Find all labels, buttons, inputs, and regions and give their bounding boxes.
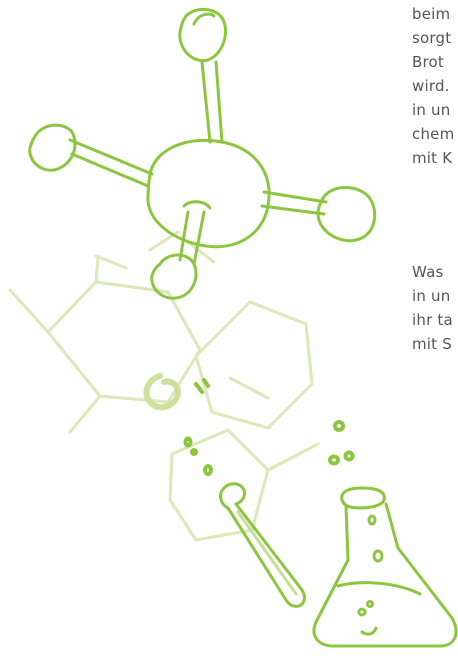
text-line: in un bbox=[412, 101, 451, 119]
text-line: chem bbox=[412, 125, 455, 143]
text-line: mit K bbox=[412, 149, 453, 167]
text-column: beim sorgt Brot wird. in un chem mit K W… bbox=[412, 0, 458, 656]
text-line: mit S bbox=[412, 335, 452, 353]
text-line: Brot bbox=[412, 53, 444, 71]
text-line: in un bbox=[412, 287, 451, 305]
text-line: Was bbox=[412, 263, 444, 281]
erlenmeyer-flask-icon bbox=[312, 486, 458, 648]
molecule-icon bbox=[28, 8, 377, 300]
swirl-icon bbox=[143, 373, 182, 411]
hexagon-structure-icon bbox=[8, 230, 320, 542]
test-tube-icon bbox=[219, 482, 306, 608]
text-line: beim bbox=[412, 5, 451, 23]
paragraph-1: beim sorgt Brot wird. in un chem mit K bbox=[412, 2, 454, 170]
bubble-icon bbox=[328, 420, 355, 466]
text-line: sorgt bbox=[412, 29, 452, 47]
bubble-icon bbox=[183, 378, 213, 476]
text-line: ihr ta bbox=[412, 311, 453, 329]
paragraph-2: Was in un ihr ta mit S bbox=[412, 260, 453, 356]
text-line: wird. bbox=[412, 77, 450, 95]
